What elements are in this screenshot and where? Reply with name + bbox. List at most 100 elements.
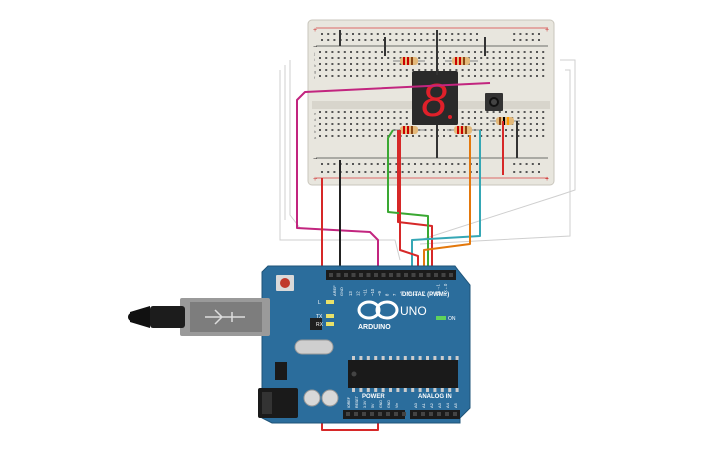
resistor-5[interactable]	[490, 117, 520, 125]
capacitor-1	[303, 389, 321, 407]
breadboard-hole	[505, 75, 507, 77]
breadboard-hole	[381, 117, 383, 119]
breadboard-hole	[529, 123, 532, 125]
resistor-1[interactable]	[393, 57, 425, 65]
header-hole	[404, 273, 408, 277]
breadboard-hole	[319, 51, 321, 53]
breadboard-hole	[443, 57, 445, 59]
breadboard-hole	[343, 117, 346, 119]
breadboard-hole	[505, 51, 507, 53]
breadboard-hole	[399, 57, 402, 59]
rail-hole	[333, 163, 336, 165]
header-hole	[437, 412, 441, 416]
breadboard-hole	[523, 69, 526, 71]
breadboard-hole	[362, 75, 365, 77]
chip-pin	[433, 388, 437, 392]
push-button[interactable]	[485, 93, 503, 111]
reset-button-icon[interactable]	[276, 275, 294, 291]
rail-hole	[358, 33, 361, 35]
breadboard-hole	[362, 69, 365, 71]
breadboard-hole	[542, 129, 545, 131]
power-pin-label: IOREF	[347, 396, 351, 408]
chip-pin	[426, 356, 429, 360]
breadboard-hole	[350, 129, 352, 131]
rail-hole	[333, 171, 336, 173]
breadboard-hole	[319, 63, 321, 65]
breadboard-hole	[461, 117, 464, 119]
breadboard-hole	[368, 111, 371, 113]
breadboard-hole	[498, 129, 501, 131]
breadboard-hole	[331, 111, 334, 113]
rail-minus-label-bottom: −	[313, 156, 317, 163]
breadboard-hole	[337, 135, 340, 137]
breadboard-hole	[467, 51, 470, 53]
breadboard-hole	[492, 111, 495, 113]
chip-pin	[440, 356, 444, 360]
rail-hole	[358, 163, 361, 165]
breadboard-hole	[443, 135, 445, 137]
breadboard-hole	[331, 123, 334, 125]
row-letter: c	[314, 123, 316, 128]
breadboard-hole	[387, 69, 390, 71]
breadboard-hole	[511, 69, 514, 71]
breadboard-hole	[467, 117, 470, 119]
breadboard-hole	[480, 123, 483, 125]
chip-pin	[359, 356, 363, 360]
breadboard-hole	[362, 135, 365, 137]
usb-plug-icon[interactable]	[128, 298, 270, 336]
rail-hole	[376, 171, 379, 173]
rail-hole	[383, 33, 385, 35]
rail-hole	[525, 33, 528, 35]
breadboard-hole	[356, 111, 359, 113]
resistor-2[interactable]	[445, 57, 478, 65]
breadboard-hole	[368, 129, 371, 131]
row-letter: e	[314, 111, 317, 116]
header-hole	[453, 412, 457, 416]
dc-jack-icon[interactable]	[258, 388, 298, 418]
rail-hole	[432, 33, 435, 35]
rail-hole	[457, 33, 460, 35]
power-pin-label: 3.3V	[363, 400, 367, 408]
resistor-4[interactable]	[447, 126, 480, 134]
arduino-board[interactable]: ARDUINO UNO DIGITAL (PWM~) POWER ANALOG …	[128, 265, 471, 424]
rail-hole	[457, 171, 460, 173]
digital-pin-label: ~3	[421, 291, 426, 296]
header-hole	[396, 273, 401, 277]
breadboard-hole	[486, 111, 489, 113]
breadboard-hole	[356, 129, 359, 131]
breadboard-hole	[424, 63, 427, 65]
breadboard-hole	[467, 111, 470, 113]
breadboard-hole	[381, 69, 383, 71]
header-hole	[429, 412, 433, 416]
breadboard-hole	[523, 75, 526, 77]
header-hole	[366, 273, 371, 277]
header-hole	[344, 273, 348, 277]
breadboard-hole	[331, 135, 334, 137]
breadboard-hole	[399, 51, 402, 53]
rail-hole	[457, 163, 460, 165]
rail-hole	[525, 171, 528, 173]
breadboard-hole	[374, 75, 377, 77]
breadboard-hole	[362, 111, 365, 113]
breadboard-hole	[424, 57, 427, 59]
breadboard-hole	[368, 63, 371, 65]
rail-hole	[432, 163, 435, 165]
analog-header[interactable]	[410, 410, 460, 419]
chip-pin	[396, 388, 400, 392]
rail-hole	[395, 39, 398, 41]
breadboard-hole	[443, 129, 445, 131]
breadboard-hole	[337, 129, 340, 131]
breadboard-hole	[356, 135, 359, 137]
seven-segment-display[interactable]: 8	[412, 71, 458, 126]
rail-hole	[451, 163, 454, 165]
rx-label: RX	[316, 322, 324, 328]
header-hole	[374, 273, 378, 277]
breadboard-hole	[412, 135, 414, 137]
breadboard-hole	[480, 57, 483, 59]
row-letter: g	[314, 69, 316, 74]
breadboard-hole	[542, 57, 545, 59]
rail-hole	[364, 39, 367, 41]
breadboard-hole	[536, 123, 538, 125]
rail-hole	[538, 163, 540, 165]
breadboard-hole	[536, 57, 538, 59]
